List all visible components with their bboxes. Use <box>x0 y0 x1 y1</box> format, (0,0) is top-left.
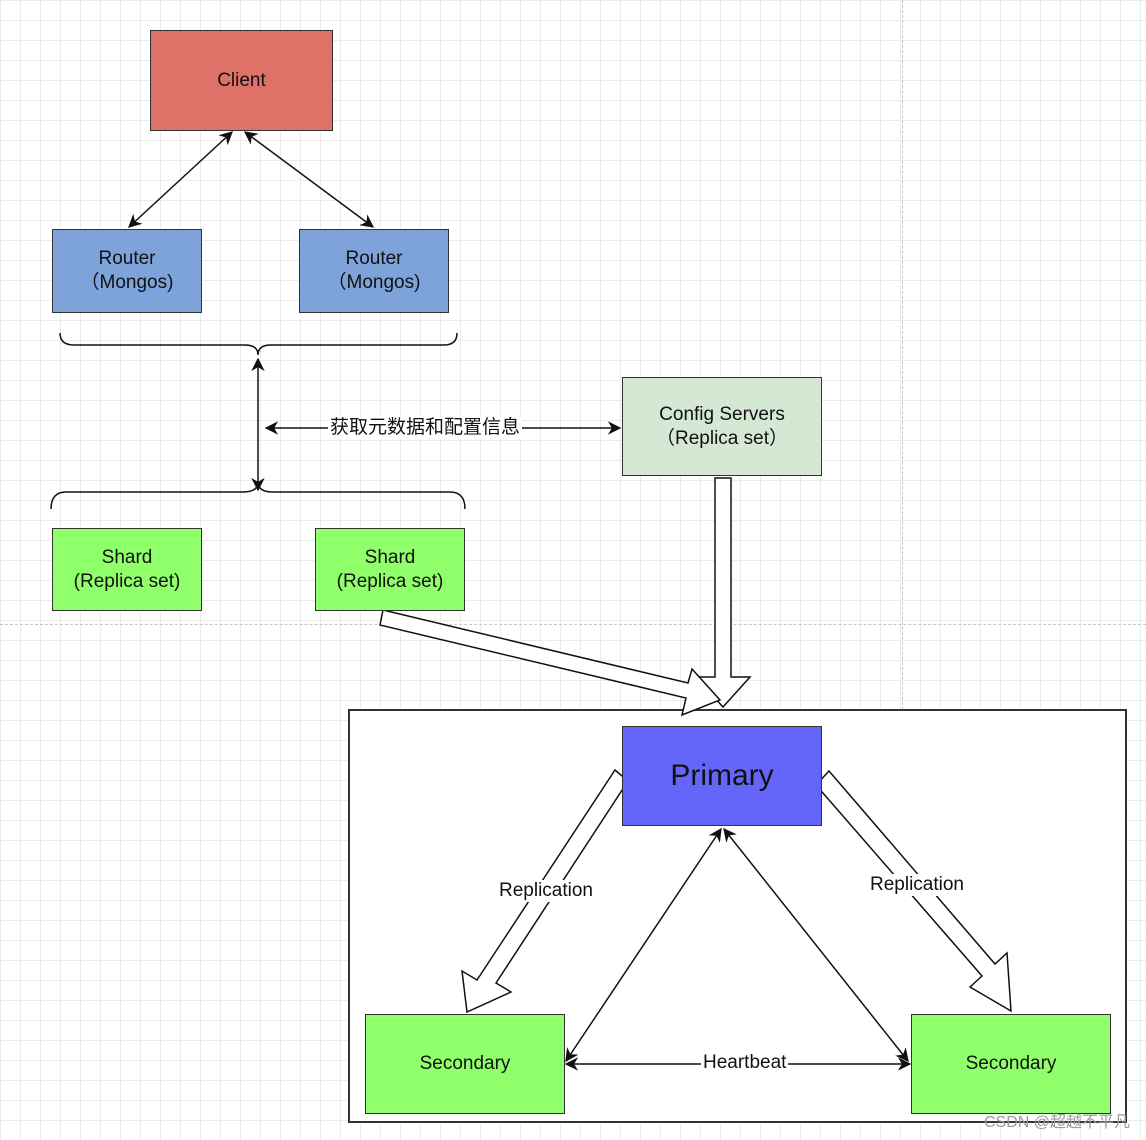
block-arrow-shard-primary <box>379 609 722 717</box>
router-left-line2: （Mongos) <box>80 272 174 293</box>
edge-heartbeat-primary-right <box>723 827 909 1063</box>
client-label: Client <box>217 69 266 91</box>
shard-right-line1: Shard <box>364 546 416 568</box>
primary-box: Primary <box>622 726 822 826</box>
client-box: Client <box>150 30 333 131</box>
secondary-right-label: Secondary <box>965 1053 1057 1074</box>
router-right-line2: （Mongos) <box>327 272 421 293</box>
secondary-box-right: Secondary <box>911 1014 1111 1114</box>
router-box-right: Router （Mongos) <box>299 229 449 313</box>
router-box-left: Router （Mongos) <box>52 229 202 313</box>
shard-right-line2: (Replica set) <box>336 570 444 592</box>
metadata-edge-label: 获取元数据和配置信息 <box>328 417 523 439</box>
watermark: CSDN @超越不平凡 <box>983 1114 1130 1131</box>
shard-left-line2: (Replica set) <box>73 570 181 592</box>
dashed-guide-horizontal <box>0 624 1146 625</box>
shard-box-left: Shard (Replica set) <box>52 528 202 611</box>
dashed-guide-vertical <box>902 0 903 710</box>
config-line1: Config Servers <box>659 403 785 425</box>
router-right-line1: Router <box>345 248 403 269</box>
config-line2: （Replica set） <box>656 427 788 449</box>
heartbeat-label: Heartbeat <box>701 1052 789 1074</box>
edge-heartbeat-primary-left <box>565 827 722 1063</box>
shard-left-line1: Shard <box>101 546 153 568</box>
router-left-line1: Router <box>98 248 156 269</box>
config-servers-box: Config Servers （Replica set） <box>622 377 822 476</box>
secondary-box-left: Secondary <box>365 1014 565 1114</box>
shard-box-right: Shard (Replica set) <box>315 528 465 611</box>
edge-client-router2 <box>243 131 375 228</box>
edge-client-router1 <box>128 131 233 228</box>
replication-right-label: Replication <box>868 874 966 896</box>
router-group-brace <box>59 332 458 356</box>
block-arrow-config-primary <box>694 477 752 709</box>
primary-label: Primary <box>670 759 774 792</box>
secondary-left-label: Secondary <box>419 1053 511 1074</box>
replication-left-label: Replication <box>497 880 595 902</box>
